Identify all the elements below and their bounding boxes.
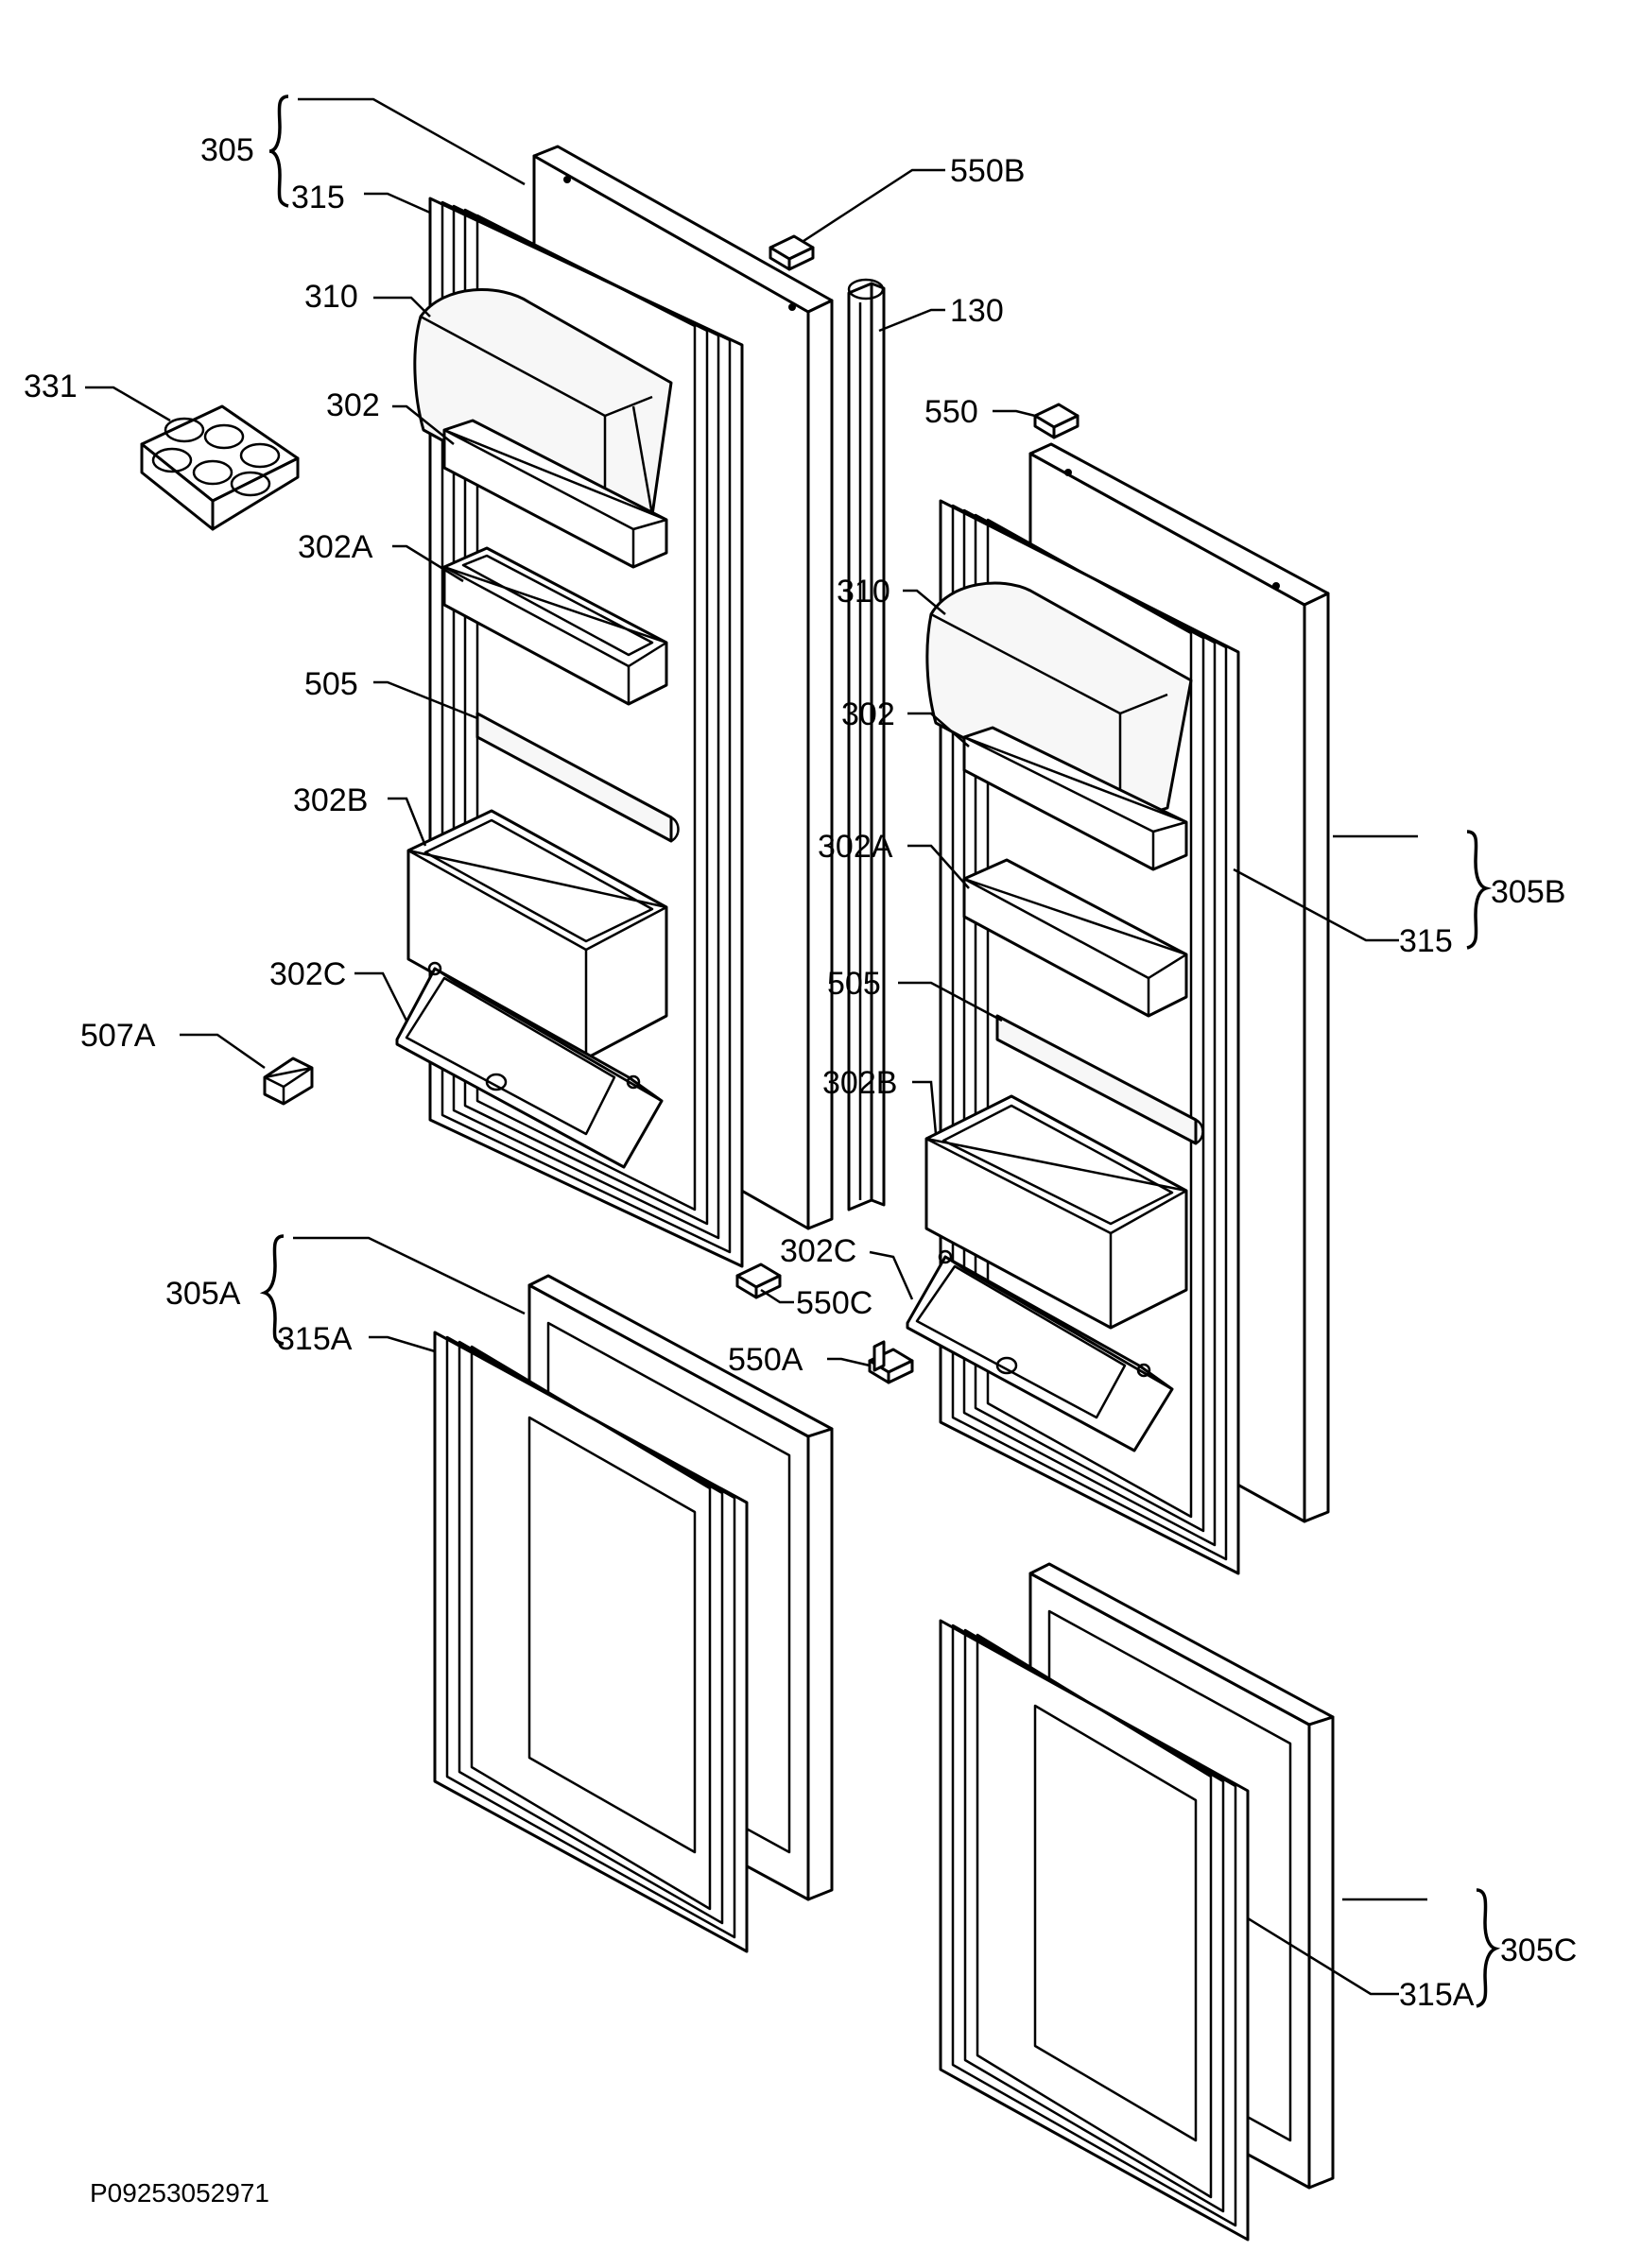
label-550A: 550A <box>728 1342 803 1378</box>
door-strip-505-right <box>995 1014 1204 1145</box>
leader-310b <box>903 589 946 615</box>
hinge-cover-550C <box>735 1263 782 1299</box>
leader-310a <box>373 296 431 318</box>
door-shelf-302A <box>442 546 668 706</box>
leader-302c_b <box>869 1250 914 1300</box>
label-302-left: 302 <box>326 387 380 423</box>
leader-507A <box>180 1033 266 1070</box>
leader-305A <box>293 1236 526 1315</box>
label-331: 331 <box>24 369 78 404</box>
label-305A: 305A <box>165 1276 241 1312</box>
door-gasket-315A-right <box>939 1619 1250 2242</box>
label-305C: 305C <box>1500 1933 1577 1968</box>
egg-tray-331 <box>140 404 300 531</box>
label-505-left: 505 <box>304 666 358 702</box>
leader-550B <box>803 168 945 243</box>
brace-305 <box>268 94 289 208</box>
label-302A-right: 302A <box>818 829 893 865</box>
brace-305C <box>1476 1888 1501 2008</box>
leader-315A_b <box>1247 1916 1399 1996</box>
leader-505b <box>898 981 1003 1022</box>
label-302A-left: 302A <box>298 529 373 565</box>
label-305: 305 <box>200 132 254 168</box>
hinge-550A <box>868 1340 914 1384</box>
door-shelf-302A-right <box>962 858 1188 1018</box>
label-550C: 550C <box>796 1285 872 1321</box>
label-315-right: 315 <box>1399 923 1453 959</box>
leader-550C <box>760 1288 794 1304</box>
leader-302A_b <box>907 844 970 889</box>
label-302B-left: 302B <box>293 782 368 818</box>
diagram-code: P09253052971 <box>90 2178 269 2208</box>
label-315: 315 <box>291 180 345 215</box>
label-130: 130 <box>950 293 1004 329</box>
door-bin-302C-right <box>906 1249 1174 1452</box>
door-bin-302B <box>406 809 668 1060</box>
leader-550 <box>993 409 1036 418</box>
label-310-left: 310 <box>304 279 358 315</box>
leader-302B_a <box>388 797 427 847</box>
leader-302c_a <box>354 971 408 1022</box>
door-shelf-302 <box>442 419 668 569</box>
leader-331 <box>85 386 171 422</box>
door-strip-505 <box>475 712 680 843</box>
label-505-right: 505 <box>827 966 881 1002</box>
leader-305 <box>298 97 526 186</box>
leader-302B_b <box>912 1080 938 1135</box>
leader-505a <box>373 680 478 720</box>
label-550: 550 <box>924 394 978 430</box>
door-bin-302B-right <box>924 1094 1188 1330</box>
door-shelf-302-right <box>962 726 1188 871</box>
hinge-cover-550 <box>1033 403 1080 439</box>
leader-302a <box>392 404 455 445</box>
hinge-cover-550B <box>769 234 815 271</box>
brace-305A <box>259 1234 285 1346</box>
label-305B: 305B <box>1491 874 1565 910</box>
leader-315 <box>364 192 431 215</box>
leader-550A <box>827 1357 871 1367</box>
label-315A-right: 315A <box>1399 1977 1475 2013</box>
leader-302A_a <box>392 544 464 583</box>
label-507A: 507A <box>80 1018 156 1054</box>
label-310-right: 310 <box>837 574 890 610</box>
door-bin-302C <box>395 961 664 1169</box>
leader-130 <box>878 308 945 333</box>
brace-305B <box>1466 830 1493 950</box>
label-302B-right: 302B <box>822 1065 897 1101</box>
leader-302b <box>907 712 970 747</box>
label-315A-left: 315A <box>277 1321 353 1357</box>
label-302C-left: 302C <box>269 956 346 992</box>
leader-315A_a <box>369 1335 436 1353</box>
clip-507A <box>263 1057 314 1106</box>
label-550B: 550B <box>950 153 1025 189</box>
label-302C-right: 302C <box>780 1233 856 1269</box>
mullion-130 <box>847 278 886 1211</box>
door-gasket-315A <box>433 1331 749 1953</box>
label-302-right: 302 <box>841 696 895 732</box>
leader-315b <box>1233 868 1399 942</box>
